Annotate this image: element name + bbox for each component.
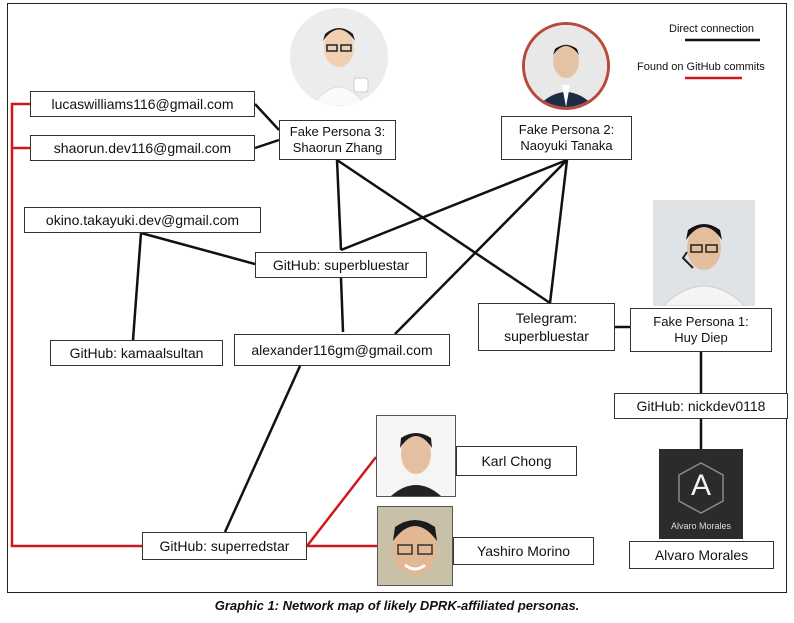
link-shaorun-persona3 [254,138,280,150]
node-okino-email: okino.takayuki.dev@gmail.com [24,207,261,233]
hexagon-icon [678,462,724,514]
persona2-title: Fake Persona 2: [518,122,615,137]
yashiro-morino-photo [377,506,453,586]
node-github-kamaalsultan: GitHub: kamaalsultan [50,340,223,366]
node-karl-chong: Karl Chong [456,446,577,476]
node-persona2: Fake Persona 2: Naoyuki Tanaka [501,116,632,160]
figure-caption: Graphic 1: Network map of likely DPRK-af… [214,598,580,613]
link-okino-superbluestar [140,231,256,266]
node-github-superredstar: GitHub: superredstar [142,532,307,560]
alvaro-logo-caption: Alvaro Morales [670,521,732,531]
link-lucas-persona3 [254,103,280,131]
link-alexander-superredstar [223,365,302,533]
github-link-superredstar-karl [306,456,377,547]
link-okino-kamaalsultan [131,232,143,341]
link-persona2-alexander [394,159,568,335]
node-alexander-email: alexander116gm@gmail.com [234,334,450,366]
karl-chong-photo [376,415,456,497]
telegram-line2: superbluestar [504,328,589,344]
legend-github-label: Found on GitHub commits [637,61,765,73]
node-persona1: Fake Persona 1: Huy Diep [630,308,772,352]
node-github-superbluestar: GitHub: superbluestar [255,252,427,278]
node-shaorun-email: shaorun.dev116@gmail.com [30,135,255,161]
github-link-left-bus [10,102,142,548]
link-persona3-telegram [336,158,551,305]
persona3-photo [290,8,388,106]
node-persona3: Fake Persona 3: Shaorun Zhang [279,120,396,160]
persona3-name: Shaorun Zhang [292,140,383,155]
link-superbluestar-alexander [339,277,345,333]
persona2-name: Naoyuki Tanaka [520,138,613,153]
persona2-photo [522,22,610,110]
link-persona2-telegram [548,159,569,304]
node-lucas-email: lucaswilliams116@gmail.com [30,91,255,117]
alvaro-morales-logo: A Alvaro Morales [659,449,743,539]
link-persona2-superbluestar [340,158,568,252]
persona1-photo [653,200,755,307]
telegram-line1: Telegram: [515,310,578,326]
persona1-name: Huy Diep [674,330,728,345]
persona1-title: Fake Persona 1: [653,314,749,329]
node-alvaro-morales: Alvaro Morales [629,541,774,569]
legend-direct-label: Direct connection [669,23,754,35]
persona3-title: Fake Persona 3: [289,124,386,139]
node-github-nickdev: GitHub: nickdev0118 [614,393,788,419]
node-telegram: Telegram: superbluestar [478,303,615,351]
node-yashiro-morino: Yashiro Morino [453,537,594,565]
alvaro-logo-letter: A [690,469,711,502]
link-persona3-superbluestar [335,159,343,251]
